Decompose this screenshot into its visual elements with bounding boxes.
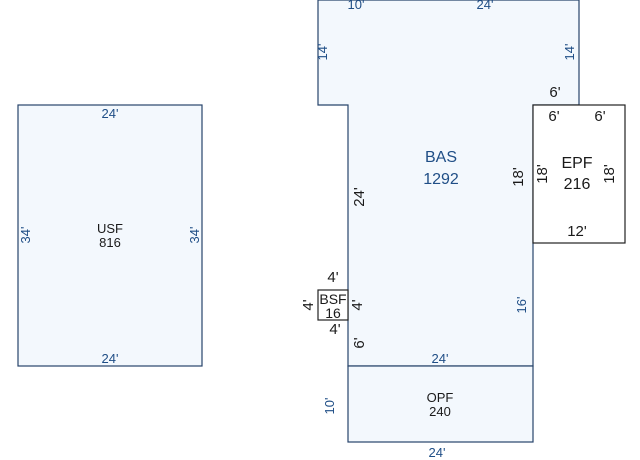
epf-dim-left: 18' — [534, 164, 551, 184]
epf-area-value: 216 — [564, 176, 591, 193]
bas-dim-left-lower: 6' — [351, 337, 368, 348]
opf-dim-left: 10' — [322, 398, 337, 415]
bsf-dim-right: 4' — [349, 299, 366, 310]
opf-area[interactable]: 24' OPF 240 10' 24' — [322, 351, 534, 460]
usf-area-value: 816 — [99, 235, 121, 250]
bsf-dim-top: 4' — [327, 269, 338, 286]
bas-dim-left-upper: 14' — [315, 44, 330, 61]
bas-dim-left-mid: 24' — [351, 187, 368, 207]
bas-dim-right-lower: 16' — [514, 297, 529, 314]
epf-dim-outer-top: 6' — [549, 84, 560, 101]
epf-dim-bottom: 12' — [567, 223, 587, 240]
bas-dim-top-right: 24' — [477, 0, 494, 12]
usf-label: USF — [97, 221, 123, 236]
bsf-label: BSF — [319, 291, 346, 307]
epf-dim-top-left: 6' — [548, 108, 559, 125]
epf-label: EPF — [561, 155, 592, 172]
usf-dim-right: 34' — [187, 227, 202, 244]
usf-area[interactable]: USF 816 24' 24' 34' 34' — [17, 104, 203, 367]
epf-outline — [532, 104, 626, 244]
bsf-dim-bottom: 4' — [329, 321, 340, 338]
opf-area-value: 240 — [429, 404, 451, 419]
opf-dim-top: 24' — [432, 351, 449, 366]
epf-dim-right: 18' — [601, 164, 618, 184]
bsf-area[interactable]: 4' BSF 16 4' 4' 4' — [300, 269, 366, 338]
epf-dim-top-right: 6' — [594, 108, 605, 125]
epf-area[interactable]: 6' 6' 6' EPF 216 18' 18' 12' — [532, 84, 626, 244]
bas-label: BAS — [425, 149, 457, 166]
usf-dim-left: 34' — [18, 227, 33, 244]
bas-area[interactable]: BAS 1292 10' 24' 14' 14' 24' 18' 6' 16' — [315, 0, 580, 367]
bas-dim-top-left: 10' — [348, 0, 365, 12]
opf-dim-bottom: 24' — [429, 445, 446, 460]
bas-dim-right-upper: 14' — [562, 44, 577, 61]
bas-area-value: 1292 — [423, 171, 459, 188]
opf-label: OPF — [427, 390, 454, 405]
bsf-area-value: 16 — [325, 305, 341, 321]
bsf-outline — [317, 289, 349, 321]
usf-outline — [17, 104, 203, 367]
opf-outline — [347, 365, 534, 443]
bsf-dim-left: 4' — [300, 299, 317, 310]
usf-dim-bottom: 24' — [102, 351, 119, 366]
bas-dim-right-mid: 18' — [510, 167, 527, 187]
usf-dim-top: 24' — [102, 106, 119, 121]
